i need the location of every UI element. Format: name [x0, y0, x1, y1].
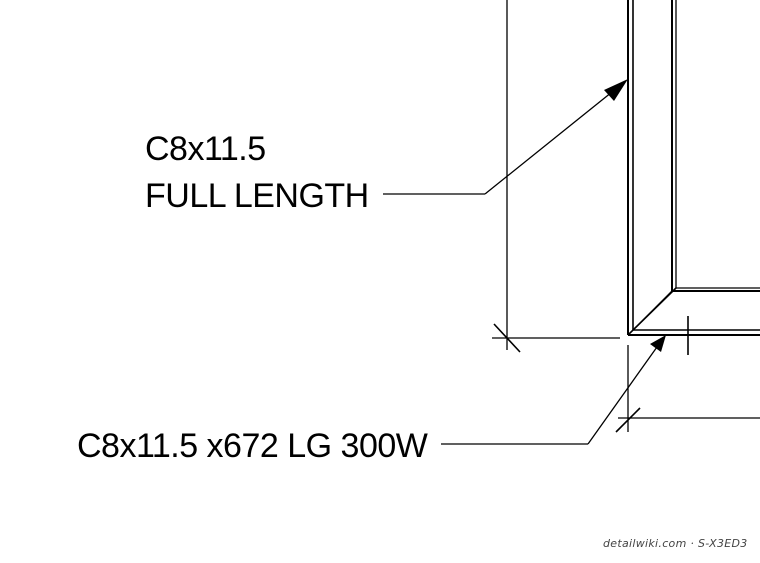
- watermark-text: detailwiki.com · S-X3ED3: [603, 537, 748, 550]
- upper-leader-arrowhead: [604, 79, 628, 101]
- upper-callout-note: FULL LENGTH: [145, 177, 369, 215]
- dimension-lines: [492, 0, 760, 433]
- dimension-tick-left: [493, 323, 521, 353]
- lower-callout-label: C8x11.5 x672 LG 300W: [77, 427, 428, 465]
- dimension-tick-lower: [615, 407, 641, 433]
- horizontal-channel-member: [627, 287, 760, 336]
- vertical-channel-member: [627, 0, 677, 335]
- upper-leader-line: [484, 91, 613, 195]
- upper-leader: [383, 79, 628, 195]
- miter-line-inner: [632, 290, 673, 331]
- upper-callout-size: C8x11.5: [145, 130, 266, 168]
- lower-leader-line: [587, 346, 658, 445]
- lower-leader-arrowhead: [650, 335, 666, 352]
- lower-leader: [441, 335, 666, 445]
